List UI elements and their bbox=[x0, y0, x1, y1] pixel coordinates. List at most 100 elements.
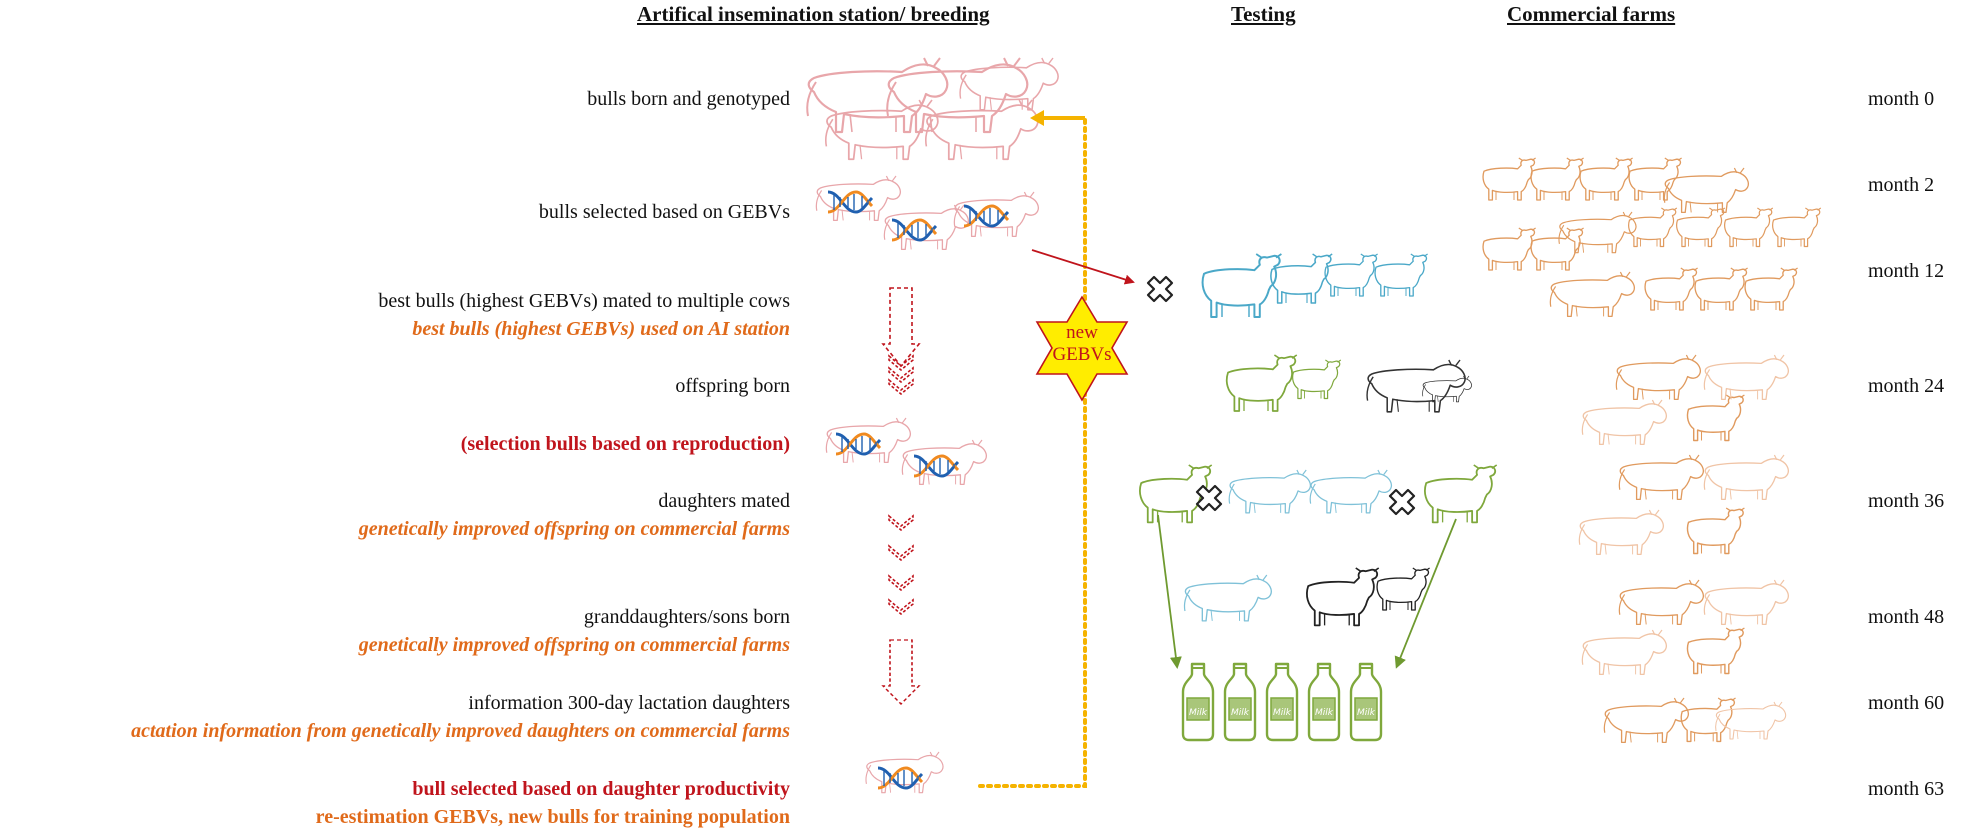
testing-offspring-month24 bbox=[1225, 354, 1472, 413]
step-improved-offspring-2: genetically improved offspring on commer… bbox=[358, 634, 790, 656]
milk-label: Milk bbox=[1357, 708, 1376, 718]
cow-icon bbox=[1482, 227, 1537, 271]
cross-icon bbox=[1388, 488, 1416, 516]
down-arrow-icon bbox=[882, 287, 920, 367]
cow-icon bbox=[1530, 227, 1585, 271]
milk-bottle-icon bbox=[1181, 662, 1215, 742]
testing-granddaughters-month48 bbox=[1183, 567, 1431, 627]
cow-icon bbox=[1422, 375, 1472, 403]
cow-icon bbox=[1306, 567, 1380, 627]
milk-bottle-icon bbox=[1349, 662, 1383, 742]
cow-icon bbox=[1549, 271, 1636, 318]
farm-herd-month24 bbox=[1581, 354, 1790, 446]
month-60: month 60 bbox=[1868, 692, 1945, 714]
month-48: month 48 bbox=[1868, 606, 1945, 628]
step-lactation-info: information 300-day lactation daughters bbox=[468, 692, 790, 714]
cow-icon bbox=[1772, 207, 1822, 248]
cow-icon bbox=[1366, 359, 1466, 413]
testing-cows-month12 bbox=[1201, 253, 1429, 318]
dna-icon bbox=[890, 218, 938, 242]
step-reestimation: re-estimation GEBVs, new bulls for train… bbox=[315, 806, 790, 828]
milk-bottle-icon bbox=[1265, 662, 1299, 742]
cow-icon bbox=[1558, 211, 1637, 254]
bull-icon bbox=[901, 439, 988, 486]
header-station: Artifical insemination station/ breeding bbox=[637, 2, 990, 26]
chevron-down-icon bbox=[888, 515, 914, 531]
milk-bottle-icon bbox=[1307, 662, 1341, 742]
cow-icon bbox=[1663, 167, 1750, 214]
month-36: month 36 bbox=[1868, 490, 1945, 512]
dna-icon bbox=[826, 190, 874, 214]
step-bulls-selected: bulls selected based on GEBVs bbox=[538, 201, 790, 223]
dna-icon bbox=[876, 766, 924, 790]
cow-icon bbox=[1579, 157, 1634, 201]
dna-icon bbox=[962, 204, 1010, 228]
cow-icon bbox=[1744, 267, 1799, 311]
step-lactation-commercial: actation information from genetically im… bbox=[131, 720, 790, 742]
cow-icon bbox=[1530, 157, 1585, 201]
step-best-bulls-ai: best bulls (highest GEBVs) used on AI st… bbox=[412, 318, 790, 340]
milk-label: Milk bbox=[1189, 708, 1208, 718]
cow-icon bbox=[1225, 354, 1298, 412]
step-bulls-born: bulls born and genotyped bbox=[587, 88, 790, 110]
cow-icon bbox=[1482, 157, 1537, 201]
feedback-loop bbox=[978, 110, 1087, 788]
milk-bottles bbox=[1181, 662, 1383, 742]
chevron-down-icon bbox=[888, 599, 914, 615]
star-label-line2: GEBVs bbox=[1052, 344, 1112, 365]
cow-icon bbox=[1292, 359, 1342, 400]
chevron-down-icon bbox=[888, 355, 914, 371]
cow-icon bbox=[1309, 469, 1393, 514]
cow-icon bbox=[1618, 579, 1705, 626]
cow-icon bbox=[1694, 267, 1749, 311]
cow-icon bbox=[1686, 627, 1746, 675]
farm-herd-month60 bbox=[1603, 697, 1787, 744]
step-bull-daughter-productivity: bull selected based on daughter producti… bbox=[412, 778, 790, 800]
month-12: month 12 bbox=[1868, 260, 1945, 282]
cow-icon bbox=[1703, 579, 1790, 626]
month-2: month 2 bbox=[1868, 174, 1935, 196]
cow-icon bbox=[1686, 394, 1746, 442]
cow-icon bbox=[1183, 574, 1272, 622]
step-daughters-mated: daughters mated bbox=[658, 490, 790, 512]
cow-icon bbox=[1618, 454, 1705, 501]
farm-herd-month2-12 bbox=[1482, 157, 1822, 318]
chevron-down-icon bbox=[888, 575, 914, 591]
cow-icon bbox=[1715, 701, 1787, 740]
step-offspring-born: offspring born bbox=[675, 375, 790, 397]
milk-label: Milk bbox=[1315, 708, 1334, 718]
cow-icon bbox=[1228, 469, 1312, 514]
step-improved-offspring-1: genetically improved offspring on commer… bbox=[358, 518, 790, 540]
cow-icon bbox=[1615, 354, 1702, 401]
cow-icon bbox=[1424, 464, 1498, 524]
cow-icon bbox=[1581, 629, 1668, 676]
cow-icon bbox=[1324, 253, 1379, 297]
testing-daughters-month36 bbox=[1139, 464, 1498, 524]
cow-icon bbox=[1703, 354, 1790, 401]
dna-icon bbox=[912, 454, 960, 478]
down-arrow-icon bbox=[882, 639, 920, 705]
month-0: month 0 bbox=[1868, 88, 1935, 110]
header-farms: Commercial farms bbox=[1507, 2, 1676, 26]
chevron-down-icon bbox=[888, 545, 914, 561]
header-testing: Testing bbox=[1231, 2, 1296, 26]
cow-icon bbox=[1703, 454, 1790, 501]
milk-bottle-icon bbox=[1223, 662, 1257, 742]
cross-icon bbox=[1146, 275, 1174, 303]
month-63: month 63 bbox=[1868, 778, 1945, 800]
cow-icon bbox=[1686, 507, 1746, 555]
bull-icon bbox=[815, 175, 902, 222]
cow-icon bbox=[1581, 399, 1668, 446]
star-label: new GEBVs bbox=[1045, 322, 1119, 366]
cow-icon bbox=[1578, 509, 1665, 556]
cow-icon bbox=[1724, 207, 1774, 248]
lactation-arrows bbox=[1157, 514, 1457, 669]
bull-group-selected bbox=[815, 175, 1040, 251]
cow-icon bbox=[1644, 267, 1699, 311]
bull-group-reproduction bbox=[825, 417, 988, 486]
bull-icon bbox=[953, 191, 1040, 238]
bull-group-born bbox=[806, 56, 1059, 161]
star-icon bbox=[1035, 295, 1129, 402]
selection-arrow bbox=[1031, 249, 1135, 285]
